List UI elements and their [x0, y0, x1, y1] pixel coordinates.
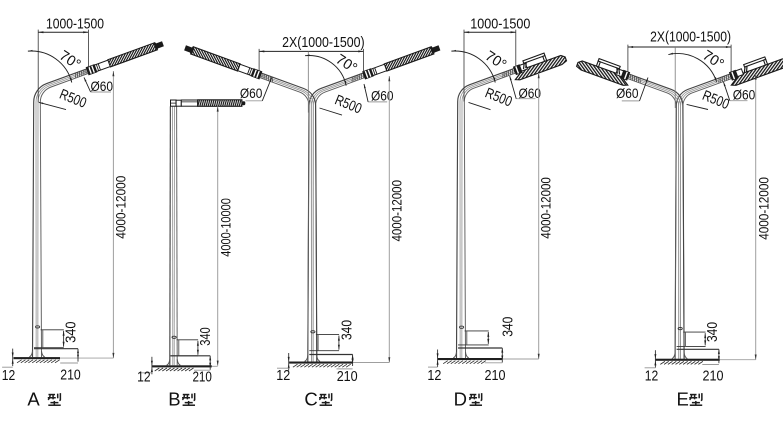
- svg-text:Ø60: Ø60: [616, 85, 639, 101]
- svg-text:B: B: [168, 388, 180, 409]
- svg-text:2X(1000-1500): 2X(1000-1500): [650, 29, 731, 46]
- svg-text:12: 12: [276, 368, 290, 384]
- svg-text:12: 12: [2, 368, 16, 384]
- svg-text:Ø60: Ø60: [733, 87, 756, 103]
- svg-text:1000-1500: 1000-1500: [470, 15, 530, 32]
- svg-text:340: 340: [705, 322, 721, 342]
- svg-text:2X(1000-1500): 2X(1000-1500): [282, 34, 365, 51]
- svg-text:E: E: [677, 388, 689, 409]
- svg-text:Ø60: Ø60: [518, 85, 541, 101]
- svg-text:4000-12000: 4000-12000: [113, 176, 129, 239]
- svg-text:340: 340: [339, 320, 355, 340]
- svg-text:4000-12000: 4000-12000: [538, 177, 554, 239]
- svg-text:340: 340: [63, 321, 79, 343]
- svg-text:A: A: [27, 388, 40, 409]
- svg-text:Ø60: Ø60: [91, 78, 114, 94]
- svg-text:210: 210: [60, 368, 81, 384]
- svg-text:4000-12000: 4000-12000: [755, 177, 771, 240]
- svg-text:12: 12: [137, 369, 151, 385]
- svg-text:12: 12: [427, 368, 441, 384]
- svg-text:210: 210: [337, 369, 358, 385]
- svg-text:340: 340: [501, 317, 517, 337]
- svg-text:210: 210: [192, 369, 212, 385]
- svg-text:340: 340: [198, 327, 214, 346]
- svg-text:Ø60: Ø60: [371, 87, 394, 103]
- svg-text:210: 210: [485, 368, 506, 384]
- svg-text:D: D: [454, 388, 467, 409]
- svg-text:Ø60: Ø60: [240, 85, 263, 101]
- svg-text:1000-1500: 1000-1500: [46, 15, 104, 32]
- svg-text:4000-10000: 4000-10000: [218, 198, 234, 257]
- svg-text:C: C: [304, 388, 317, 409]
- svg-text:12: 12: [645, 369, 659, 385]
- svg-text:4000-12000: 4000-12000: [388, 180, 404, 242]
- svg-text:210: 210: [703, 369, 724, 385]
